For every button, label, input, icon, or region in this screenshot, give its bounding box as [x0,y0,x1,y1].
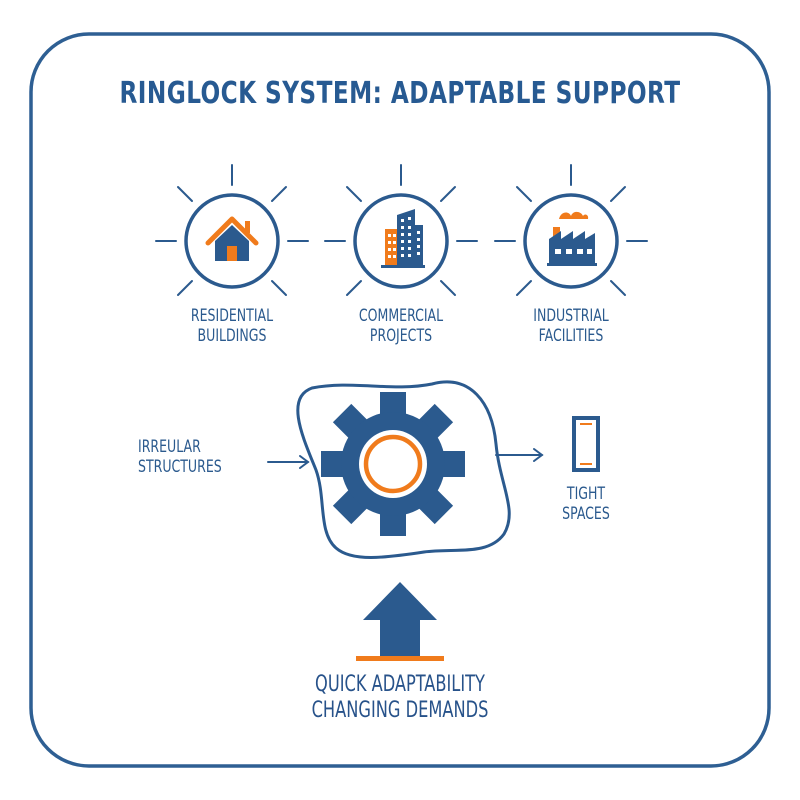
tight-spaces-line1: TIGHT [566,484,606,504]
adaptability-line1: QUICK ADAPTABILITY [315,672,485,697]
commercial-label: COMMERCIAL PROJECTS [319,306,483,347]
irregular-structures-line1: IRREULAR [138,437,201,457]
residential-label-line2: BUILDINGS [197,326,267,347]
gear-icon [321,392,465,536]
adaptability-line2: CHANGING DEMANDS [311,698,489,724]
residential-label: RESIDENTIAL BUILDINGS [150,306,314,347]
commercial-label-line1: COMMERCIAL [358,306,444,326]
left-arrow [267,455,310,469]
commercial-label-line2: PROJECTS [369,326,433,347]
narrow-frame-icon [572,416,600,472]
up-arrow-icon [356,582,444,661]
industrial-label: INDUSTRIAL FACILITIES [489,306,653,347]
irregular-structures-line2: STRUCTURES [138,457,222,478]
outer-frame [29,32,771,768]
page-title: RINGLOCK SYSTEM: ADAPTABLE SUPPORT [119,76,681,111]
irregular-structures-label: IRREULAR STRUCTURES [138,437,253,478]
industrial-rays [494,164,648,296]
industrial-label-line1: INDUSTRIAL [533,306,609,326]
industrial-label-line2: FACILITIES [538,326,604,347]
residential-label-line1: RESIDENTIAL [190,306,274,326]
tight-spaces-label: TIGHT SPACES [545,484,627,525]
industrial-badge [494,164,648,296]
adaptability-label: QUICK ADAPTABILITY CHANGING DEMANDS [236,672,564,725]
residential-badge [155,164,309,296]
commercial-badge [324,164,478,296]
commercial-rays [324,164,478,296]
office-building-icon [381,209,425,268]
house-icon [205,216,259,261]
residential-rays [155,164,309,296]
factory-icon [547,211,597,266]
right-arrow [495,448,544,462]
tight-spaces-line2: SPACES [562,504,610,525]
